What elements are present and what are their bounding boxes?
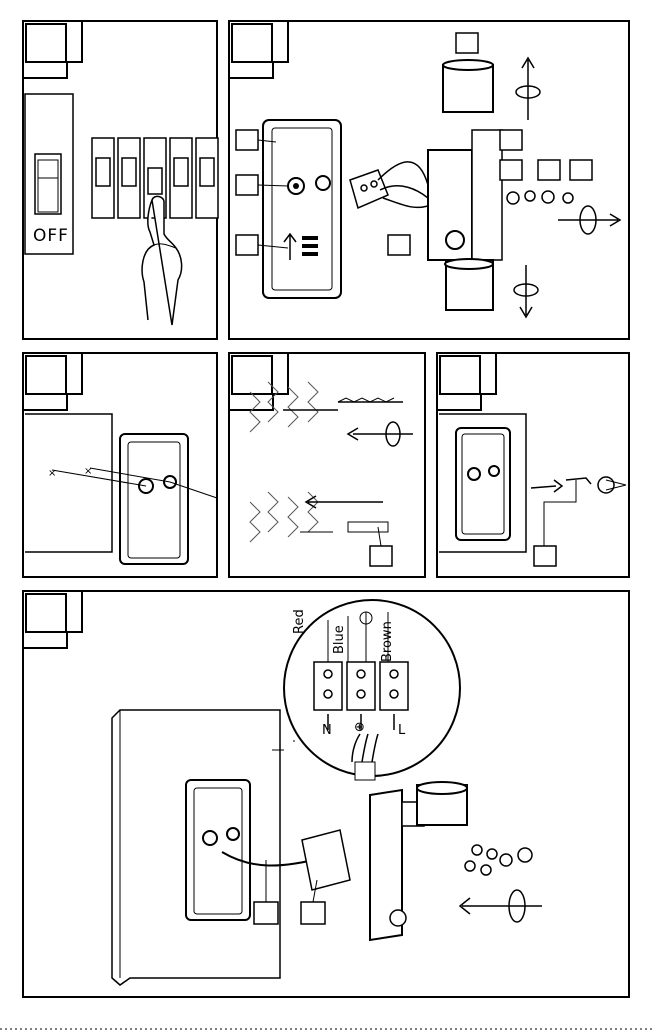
bottom-edge-strip xyxy=(0,1016,653,1021)
panel-2-parts-overview xyxy=(228,20,630,340)
wire-label-blue: Blue xyxy=(332,625,347,654)
switch-off-label: OFF xyxy=(33,226,69,246)
panel-1-power-off: OFF xyxy=(22,20,218,340)
step-number-box xyxy=(26,594,66,632)
step-number-box xyxy=(232,24,272,62)
panel-4-drill-holes xyxy=(228,352,426,578)
wire-label-brown: Brown xyxy=(380,621,395,662)
svg-text:×: × xyxy=(48,468,56,479)
panel-3-mark-holes: × × xyxy=(22,352,218,578)
terminal-mark-ground: ⊕ xyxy=(354,720,365,735)
panel-5-screw-plate xyxy=(436,352,630,578)
wire-label-red: Red xyxy=(292,609,307,634)
step-number-box xyxy=(440,356,480,394)
step-number-box xyxy=(26,24,66,62)
step-number-box xyxy=(26,356,66,394)
terminal-mark-l: L xyxy=(398,723,405,738)
svg-text:×: × xyxy=(84,466,92,477)
terminal-mark-n: N xyxy=(322,723,332,738)
panel-6-wiring: Red Blue Brown N ⊕ L xyxy=(22,590,630,998)
step-number-box xyxy=(232,356,272,394)
